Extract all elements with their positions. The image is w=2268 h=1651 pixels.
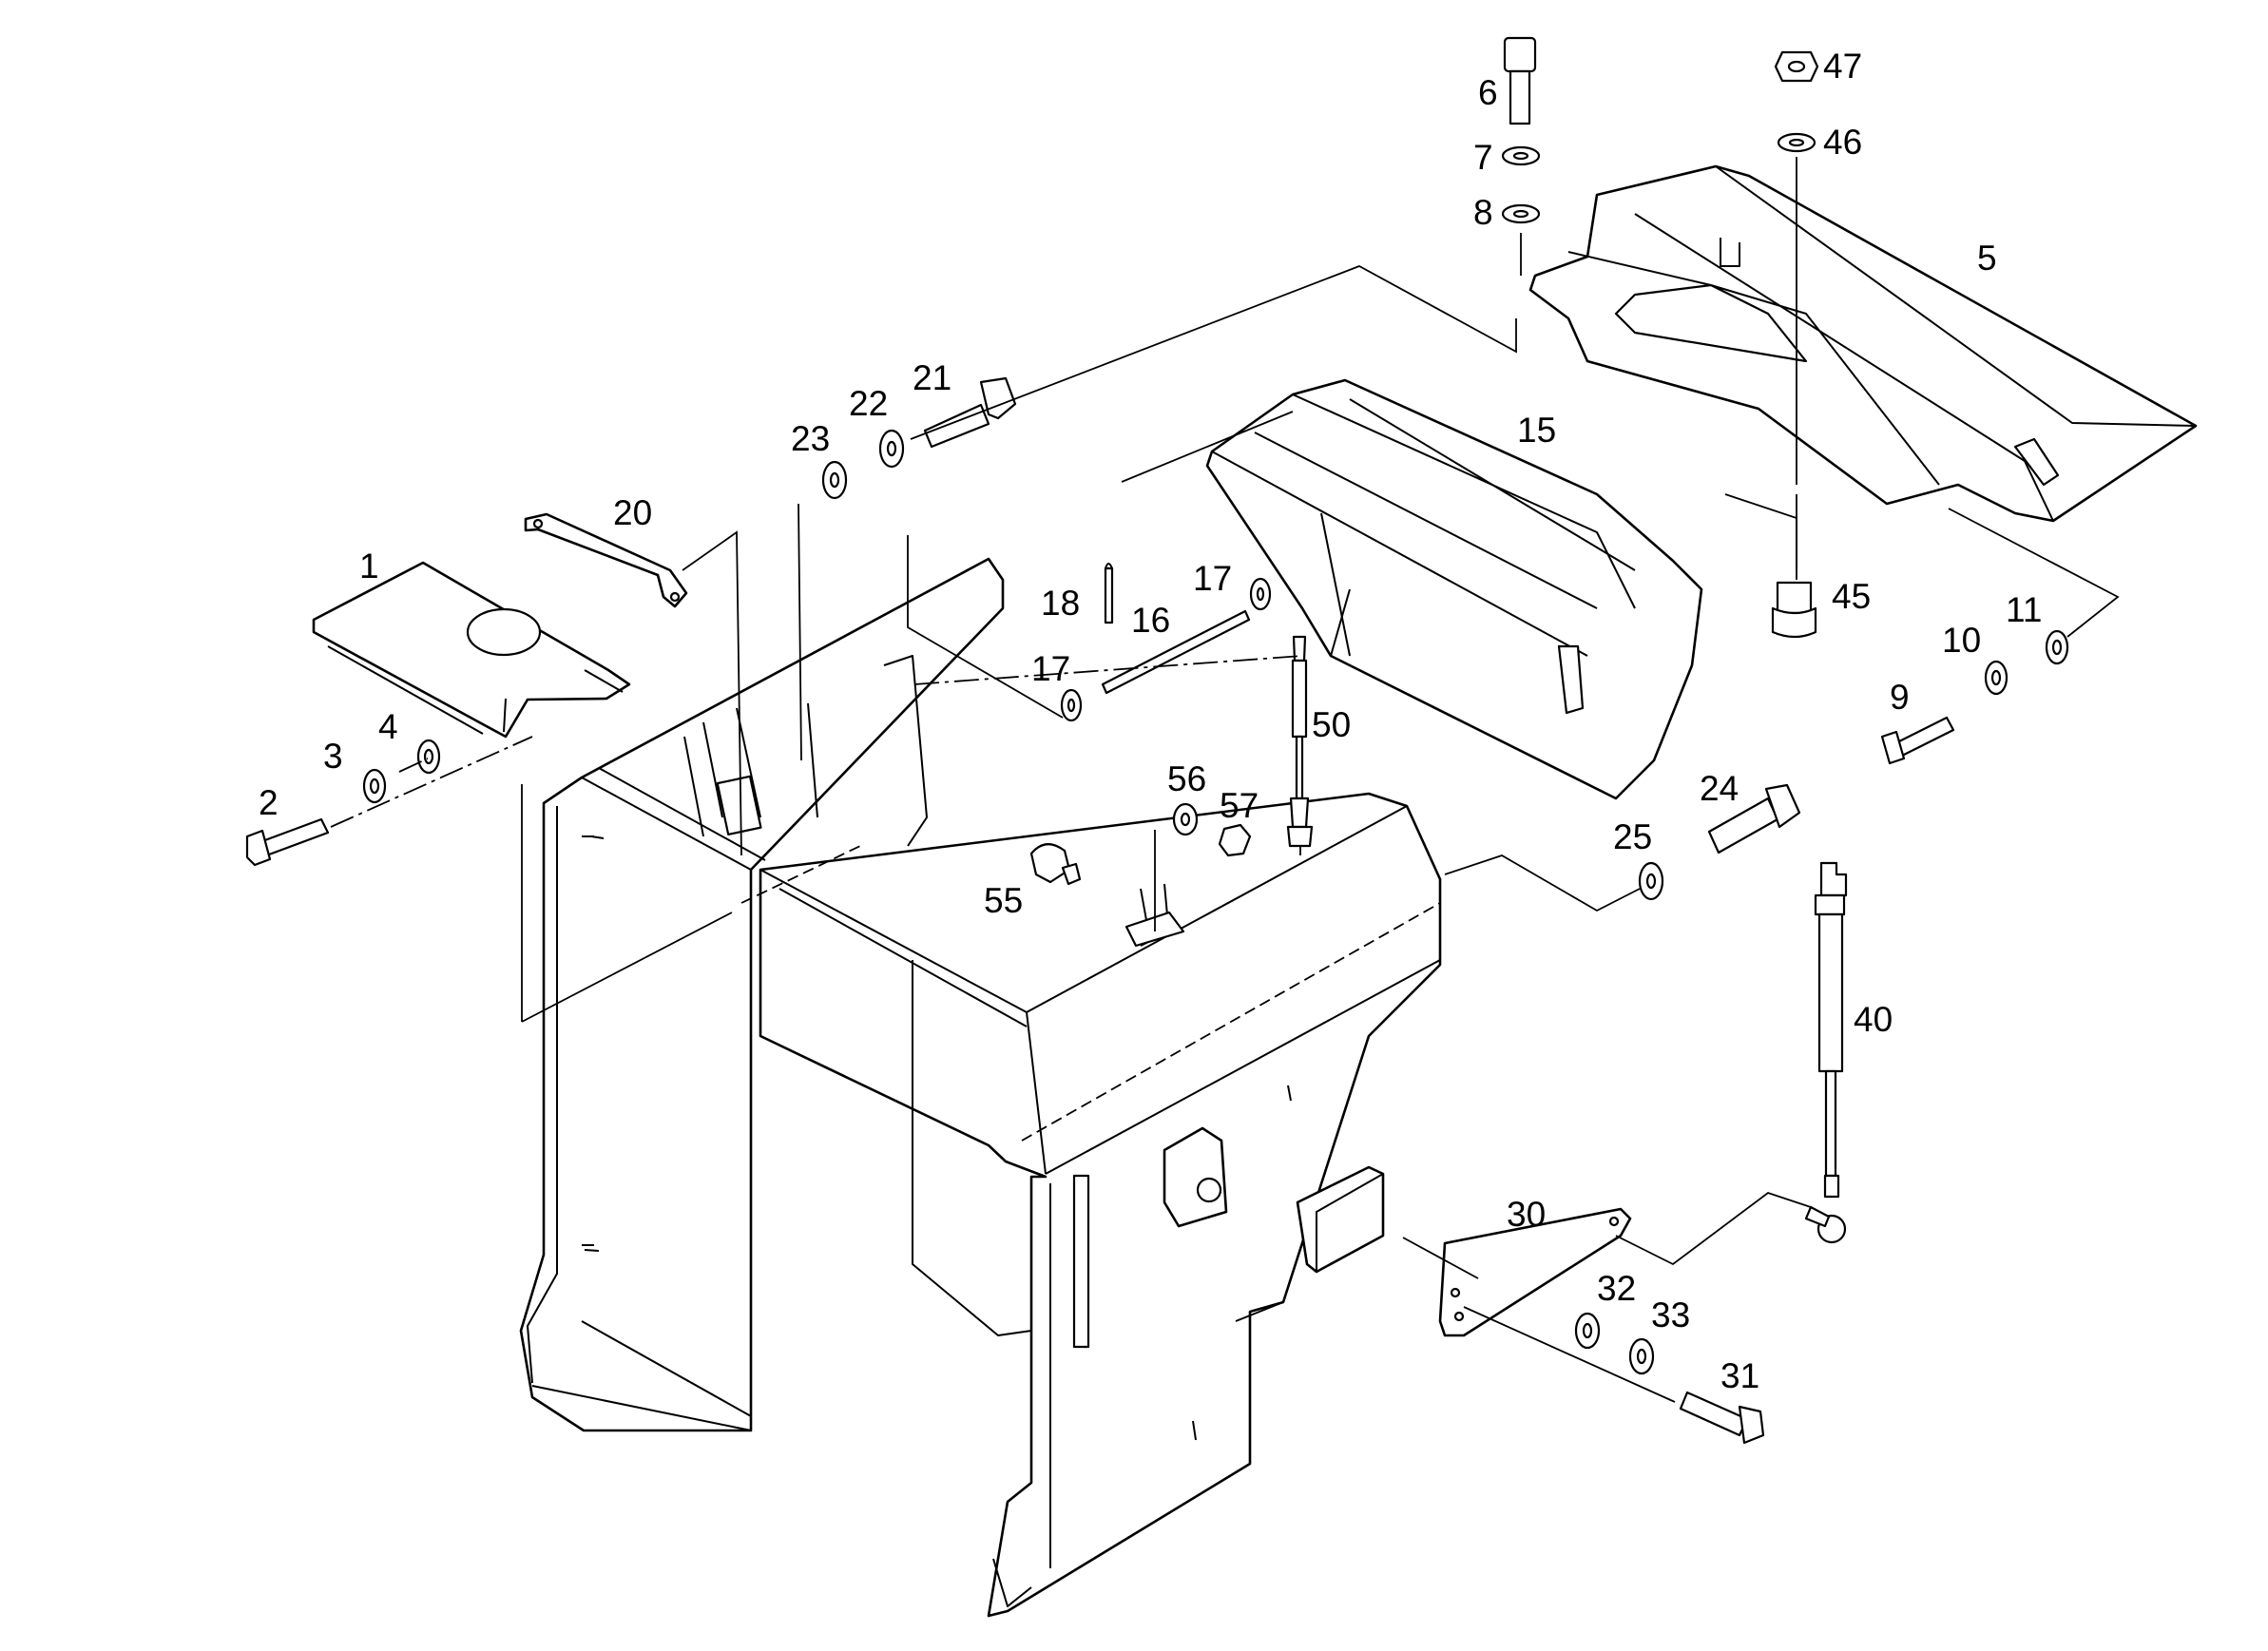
callout-18: 18 [1041, 584, 1080, 623]
callout-3: 3 [323, 737, 343, 776]
callout-16: 16 [1131, 601, 1170, 640]
callout-56: 56 [1167, 759, 1206, 798]
callout-55: 55 [984, 881, 1023, 920]
callout-40: 40 [1854, 1000, 1893, 1039]
part-30-plate [1438, 1207, 1632, 1337]
hinge-bracket [1296, 1165, 1385, 1274]
callout-32: 32 [1597, 1269, 1636, 1308]
callout-21: 21 [913, 358, 951, 397]
callout-23: 23 [791, 419, 830, 458]
callout-5: 5 [1977, 239, 1997, 278]
callout-47: 47 [1823, 47, 1862, 86]
part-50-small-strut [1286, 635, 1314, 848]
assembly-lines [330, 157, 2120, 1403]
callout-24: 24 [1700, 769, 1739, 808]
main-housing-left-box [519, 557, 1005, 1432]
part-15-tray [1205, 378, 1703, 800]
callout-6: 6 [1478, 73, 1498, 112]
callout-33: 33 [1651, 1296, 1690, 1334]
main-housing-right-front [584, 792, 1442, 1618]
callout-11: 11 [2006, 590, 2042, 629]
callout-22: 22 [849, 384, 888, 423]
part-40-gas-spring [1804, 861, 1848, 1244]
callout-labels: 1 2 3 4 5 6 7 8 9 10 11 15 16 17 17 18 2… [259, 47, 2042, 1395]
part-5-top-cover [1528, 164, 2198, 523]
callout-57: 57 [1220, 786, 1259, 825]
callout-17a: 17 [1193, 559, 1232, 598]
callout-9: 9 [1890, 678, 1910, 717]
callout-17b: 17 [1031, 649, 1070, 688]
callout-4: 4 [378, 707, 398, 746]
callout-7: 7 [1473, 138, 1493, 177]
callout-10: 10 [1942, 621, 1981, 660]
callout-1: 1 [359, 547, 379, 586]
callout-25: 25 [1613, 817, 1652, 856]
callout-30: 30 [1507, 1195, 1546, 1234]
part-1-cover-plate [312, 561, 631, 739]
callout-20: 20 [613, 493, 652, 532]
part-20-bracket [524, 512, 688, 608]
callout-46: 46 [1823, 123, 1862, 162]
callout-45: 45 [1832, 577, 1871, 616]
callout-31: 31 [1720, 1356, 1759, 1395]
callout-15: 15 [1517, 411, 1556, 450]
callout-50: 50 [1312, 705, 1351, 744]
callout-2: 2 [259, 783, 279, 822]
callout-8: 8 [1473, 193, 1493, 232]
